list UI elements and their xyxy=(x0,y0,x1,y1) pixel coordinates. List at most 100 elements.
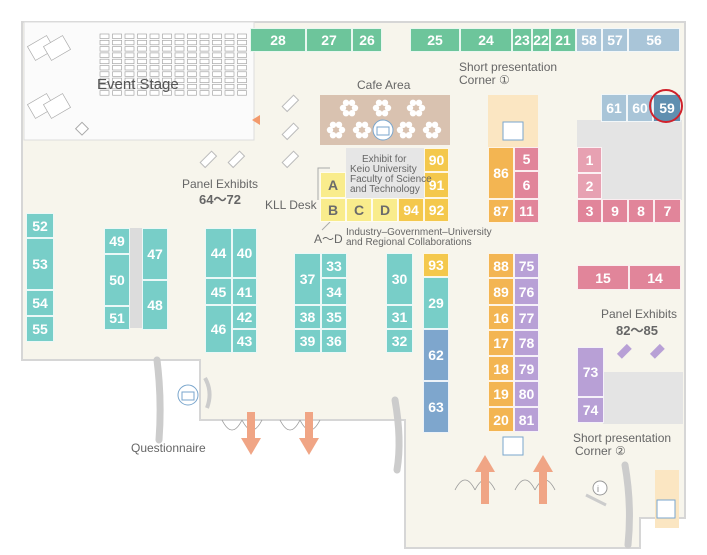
short-presentation-1-label: Short presentation xyxy=(459,60,558,74)
keio-exhibit-label-4: and Technology xyxy=(350,184,420,195)
booth-55[interactable]: 55 xyxy=(26,316,54,342)
panel-exhibits-left-range: 64～72 xyxy=(199,192,241,207)
booth-1[interactable]: 1 xyxy=(577,147,602,173)
booth-28[interactable]: 28 xyxy=(250,28,306,52)
highlighted-booth-marker xyxy=(649,89,683,123)
booth-53[interactable]: 53 xyxy=(26,238,54,290)
booth-79[interactable]: 79 xyxy=(514,356,539,381)
booth-14[interactable]: 14 xyxy=(629,265,681,290)
booth-93[interactable]: 93 xyxy=(423,253,449,277)
booth-49[interactable]: 49 xyxy=(104,228,130,254)
booth-16[interactable]: 16 xyxy=(488,305,514,330)
booth-15[interactable]: 15 xyxy=(577,265,629,290)
booth-30[interactable]: 30 xyxy=(386,253,413,305)
booth-32[interactable]: 32 xyxy=(386,329,413,353)
booth-51[interactable]: 51 xyxy=(104,306,130,330)
booth-87[interactable]: 87 xyxy=(488,199,514,223)
panel-exhibits-right-label: Panel Exhibits xyxy=(601,307,678,321)
booth-37[interactable]: 37 xyxy=(294,253,321,305)
booth-d[interactable]: D xyxy=(372,198,398,222)
booth-27[interactable]: 27 xyxy=(306,28,352,52)
booth-91[interactable]: 91 xyxy=(424,172,449,198)
booth-17[interactable]: 17 xyxy=(488,330,514,356)
booth-80[interactable]: 80 xyxy=(514,381,539,407)
panel-exhibits-left-label: Panel Exhibits xyxy=(182,177,259,191)
booth-43[interactable]: 43 xyxy=(232,329,257,353)
booth-90[interactable]: 90 xyxy=(424,148,449,172)
booth-38[interactable]: 38 xyxy=(294,305,321,329)
booth-41[interactable]: 41 xyxy=(232,278,257,305)
booth-60[interactable]: 60 xyxy=(627,94,653,122)
booth-76[interactable]: 76 xyxy=(514,278,539,305)
questionnaire-label: Questionnaire xyxy=(131,441,206,455)
booth-21[interactable]: 21 xyxy=(550,28,576,52)
booth-35[interactable]: 35 xyxy=(321,305,347,329)
booth-46[interactable]: 46 xyxy=(205,305,232,353)
booth-6[interactable]: 6 xyxy=(514,171,539,199)
booth-25[interactable]: 25 xyxy=(410,28,460,52)
a-to-d-label: A～D xyxy=(314,232,343,246)
booth-11[interactable]: 11 xyxy=(514,199,539,223)
booth-2[interactable]: 2 xyxy=(577,173,602,199)
booth-77[interactable]: 77 xyxy=(514,305,539,330)
booth-9[interactable]: 9 xyxy=(602,199,628,223)
booth-19[interactable]: 19 xyxy=(488,381,514,407)
booth-57[interactable]: 57 xyxy=(602,28,628,52)
booth-33[interactable]: 33 xyxy=(321,253,347,278)
booth-62[interactable]: 62 xyxy=(423,329,449,381)
kll-desk-label: KLL Desk xyxy=(265,198,317,212)
keio-exhibit-label-2: Keio University xyxy=(350,164,417,175)
booth-5[interactable]: 5 xyxy=(514,147,539,171)
booth-56[interactable]: 56 xyxy=(628,28,680,52)
booth-61[interactable]: 61 xyxy=(601,94,627,122)
booth-42[interactable]: 42 xyxy=(232,305,257,329)
booth-20[interactable]: 20 xyxy=(488,407,514,432)
event-stage-label: Event Stage xyxy=(97,76,179,93)
booth-94[interactable]: 94 xyxy=(398,198,424,222)
booth-36[interactable]: 36 xyxy=(321,329,347,353)
booth-73[interactable]: 73 xyxy=(577,347,604,397)
booth-3[interactable]: 3 xyxy=(577,199,602,223)
booth-44[interactable]: 44 xyxy=(205,228,232,278)
booth-29[interactable]: 29 xyxy=(423,277,449,329)
booth-78[interactable]: 78 xyxy=(514,330,539,356)
booth-58[interactable]: 58 xyxy=(576,28,602,52)
booth-48[interactable]: 48 xyxy=(142,280,168,330)
industry-collab-label-2: and Regional Collaborations xyxy=(346,237,472,248)
booth-52[interactable]: 52 xyxy=(26,213,54,238)
booth-47[interactable]: 47 xyxy=(142,228,168,280)
booth-75[interactable]: 75 xyxy=(514,253,539,278)
booth-86[interactable]: 86 xyxy=(488,147,514,199)
booth-7[interactable]: 7 xyxy=(654,199,681,223)
booth-31[interactable]: 31 xyxy=(386,305,413,329)
booth-50[interactable]: 50 xyxy=(104,254,130,306)
booth-24[interactable]: 24 xyxy=(460,28,512,52)
keio-exhibit-label-1: Exhibit for xyxy=(362,154,407,165)
keio-exhibit-label-3: Faculty of Science xyxy=(350,174,432,185)
booth-34[interactable]: 34 xyxy=(321,278,347,305)
booth-c[interactable]: C xyxy=(346,198,372,222)
booth-81[interactable]: 81 xyxy=(514,407,539,432)
booth-74[interactable]: 74 xyxy=(577,397,604,423)
booth-63[interactable]: 63 xyxy=(423,381,449,433)
booth-92[interactable]: 92 xyxy=(424,198,449,222)
booth-b[interactable]: B xyxy=(320,198,346,222)
short-presentation-2-sublabel: Corner ② xyxy=(575,444,626,458)
booth-26[interactable]: 26 xyxy=(352,28,382,52)
booth-18[interactable]: 18 xyxy=(488,356,514,381)
booth-88[interactable]: 88 xyxy=(488,253,514,278)
booth-45[interactable]: 45 xyxy=(205,278,232,305)
panel-exhibits-right-range: 82～85 xyxy=(616,323,658,338)
industry-collab-label-1: Industry–Government–University xyxy=(346,227,492,238)
short-presentation-1-sublabel: Corner ① xyxy=(459,73,510,87)
booth-22[interactable]: 22 xyxy=(532,28,550,52)
booth-39[interactable]: 39 xyxy=(294,329,321,353)
booth-89[interactable]: 89 xyxy=(488,278,514,305)
booth-8[interactable]: 8 xyxy=(628,199,654,223)
booth-a[interactable]: A xyxy=(320,172,346,198)
booth-40[interactable]: 40 xyxy=(232,228,257,278)
booth-23[interactable]: 23 xyxy=(512,28,532,52)
svg-text:i: i xyxy=(597,484,599,494)
booth-54[interactable]: 54 xyxy=(26,290,54,316)
cafe-area-label: Cafe Area xyxy=(357,78,411,92)
